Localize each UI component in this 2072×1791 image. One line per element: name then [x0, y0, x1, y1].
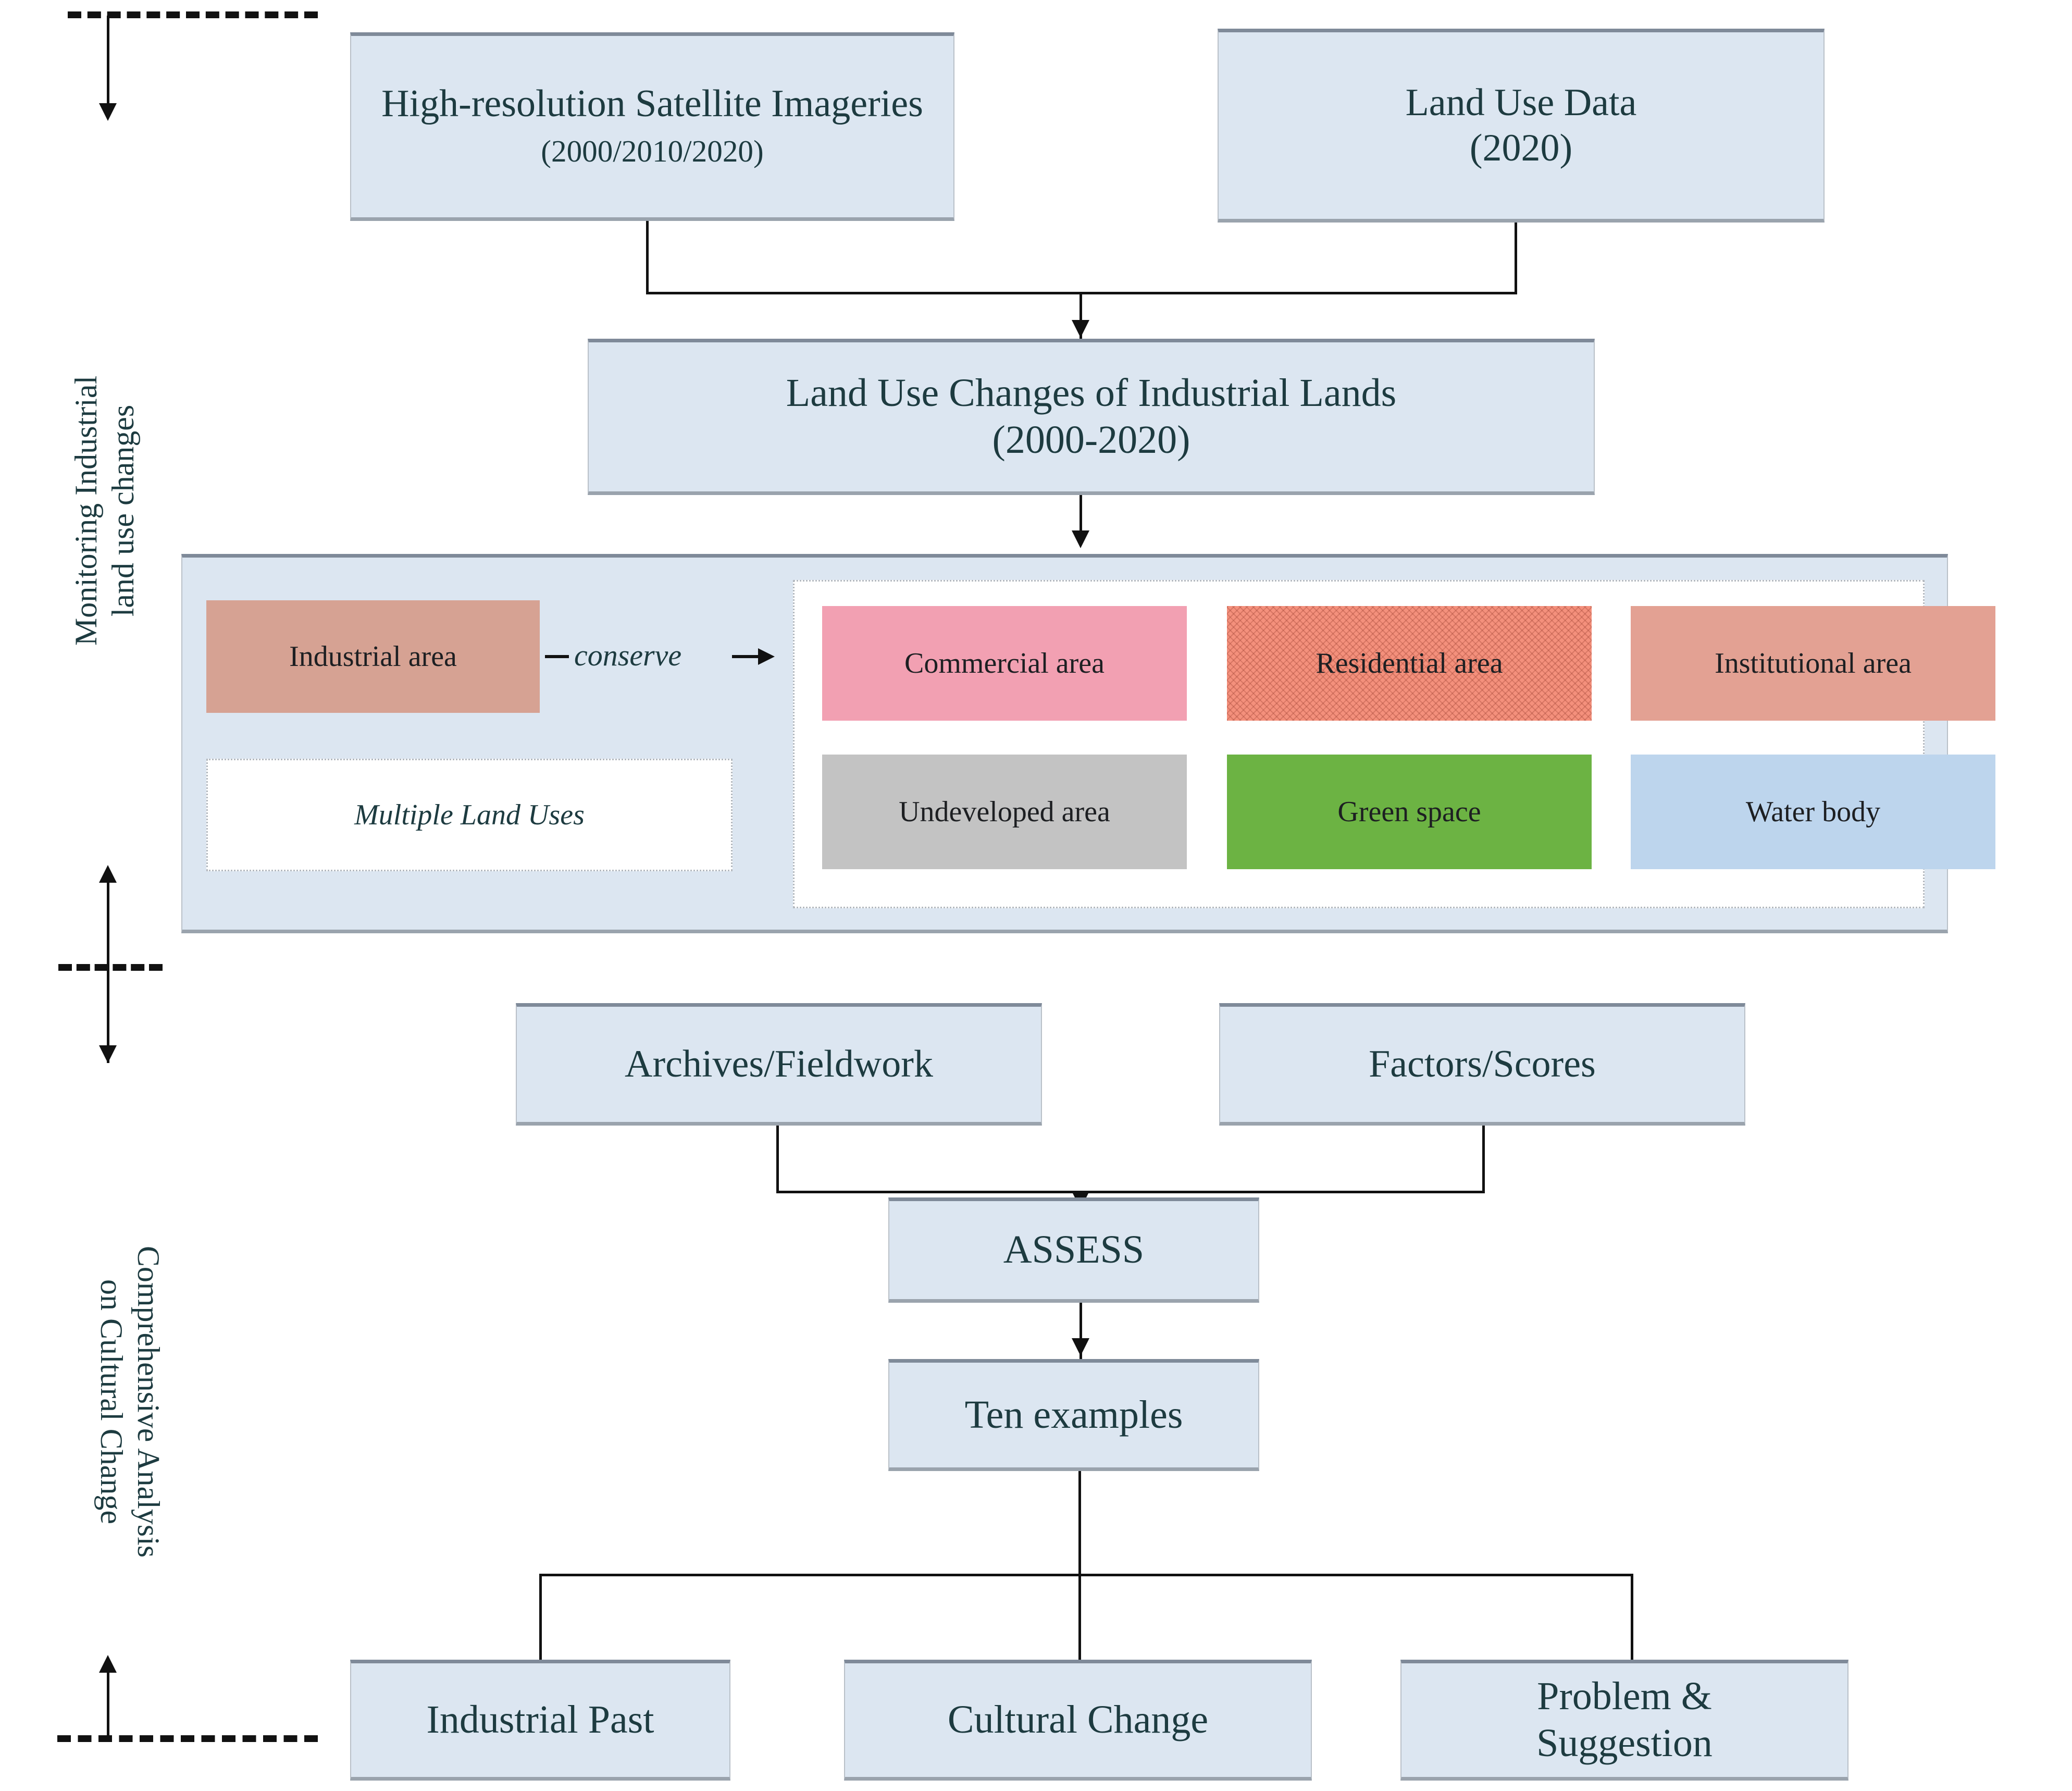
input-box-factors-scores-label: Factors/Scores — [1369, 1042, 1596, 1085]
chip-institutional-area[interactable]: Institutional area — [1631, 606, 1995, 721]
chip-multiple-land-uses-label: Multiple Land Uses — [354, 799, 585, 831]
connector-inputs-join — [776, 1191, 1485, 1193]
top-dashed-rule — [68, 11, 318, 18]
connector-assess-to-examples — [1080, 1303, 1082, 1359]
chip-undeveloped-area-label: Undeveloped area — [899, 796, 1110, 828]
connector-outcome-right — [1631, 1574, 1633, 1662]
outcome-box-industrial-past[interactable]: Industrial Past — [350, 1660, 730, 1781]
outcome-box-problem-suggestion-line1: Problem & — [1537, 1674, 1712, 1719]
outcome-box-problem-suggestion[interactable]: Problem & Suggestion — [1400, 1660, 1848, 1781]
top-bracket-arrow-icon — [99, 103, 117, 121]
mid-bracket-arrow-up-icon — [99, 865, 117, 883]
connector-satellite-down — [646, 221, 649, 294]
conserve-arrow-icon — [758, 648, 775, 665]
land-use-change-line2: (2000-2020) — [992, 418, 1190, 462]
examples-box-label: Ten examples — [964, 1392, 1183, 1437]
outcome-box-industrial-past-line1: Industrial Past — [426, 1698, 654, 1742]
connector-examples-arrow-icon — [1072, 1338, 1089, 1356]
examples-box[interactable]: Ten examples — [888, 1359, 1259, 1471]
source-box-satellite-label: High-resolution Satellite Imageries (200… — [381, 82, 923, 168]
source-box-land-use-data[interactable]: Land Use Data (2020) — [1218, 29, 1825, 223]
connector-join-to-change — [1080, 292, 1082, 339]
assess-box[interactable]: ASSESS — [888, 1197, 1259, 1303]
connector-archives-down — [776, 1126, 779, 1192]
outcome-box-problem-suggestion-line2: Suggestion — [1536, 1721, 1713, 1765]
chip-water-body-label: Water body — [1745, 796, 1881, 828]
chip-industrial-area[interactable]: Industrial area — [206, 600, 540, 713]
source-box-satellite[interactable]: High-resolution Satellite Imageries (200… — [350, 32, 954, 221]
conserve-label: conserve — [574, 638, 682, 672]
bottom-bracket-arrow-icon — [99, 1655, 117, 1673]
connector-examples-down — [1078, 1471, 1081, 1575]
source-box-land-use-data-label: Land Use Data (2020) — [1405, 81, 1637, 169]
chip-green-space-label: Green space — [1337, 796, 1481, 828]
connector-factors-down — [1482, 1126, 1485, 1192]
connector-outcome-middle — [1078, 1574, 1081, 1662]
bottom-bracket-line — [107, 1670, 109, 1738]
mid-bracket-arrow-down-icon — [99, 1045, 117, 1063]
connector-outcomes-join — [539, 1574, 1633, 1576]
input-box-archives-fieldwork-label: Archives/Fieldwork — [625, 1042, 933, 1085]
input-box-factors-scores[interactable]: Factors/Scores — [1219, 1003, 1745, 1126]
connector-landusedata-down — [1515, 223, 1517, 294]
top-bracket-line — [107, 16, 109, 107]
chip-commercial-area[interactable]: Commercial area — [822, 606, 1187, 721]
chip-industrial-area-label: Industrial area — [289, 640, 457, 673]
land-use-change-line1: Land Use Changes of Industrial Lands — [786, 371, 1397, 415]
chip-institutional-area-label: Institutional area — [1715, 647, 1912, 680]
bottom-dashed-rule — [57, 1735, 318, 1742]
connector-panel-arrow-icon — [1072, 530, 1089, 548]
conserve-trailing-dash — [732, 655, 760, 658]
connector-change-arrow-icon — [1072, 320, 1089, 338]
chip-green-space[interactable]: Green space — [1227, 755, 1592, 869]
assess-box-label: ASSESS — [1003, 1228, 1145, 1272]
chip-multiple-land-uses[interactable]: Multiple Land Uses — [206, 759, 733, 871]
side-label-monitoring: Monitoring Industrial land use changes — [69, 375, 140, 646]
chip-residential-area-label: Residential area — [1316, 647, 1503, 680]
side-label-comprehensive: Comprehensive Analysis on Cultural Chang… — [94, 1245, 166, 1558]
outcome-box-cultural-change-line1: Cultural Change — [947, 1698, 1209, 1742]
outcome-box-cultural-change[interactable]: Cultural Change — [844, 1660, 1312, 1781]
land-use-change-box[interactable]: Land Use Changes of Industrial Lands (20… — [588, 339, 1595, 495]
mid-bracket-line — [107, 881, 109, 1063]
mid-dashed-rule — [58, 964, 163, 971]
input-box-archives-fieldwork[interactable]: Archives/Fieldwork — [516, 1003, 1042, 1126]
chip-undeveloped-area[interactable]: Undeveloped area — [822, 755, 1187, 869]
connector-change-to-panel — [1080, 495, 1082, 533]
connector-outcome-left — [539, 1574, 542, 1662]
chip-commercial-area-label: Commercial area — [904, 647, 1105, 680]
chip-water-body[interactable]: Water body — [1631, 755, 1995, 869]
chip-residential-area[interactable]: Residential area — [1227, 606, 1592, 721]
conserve-leading-dash — [545, 655, 569, 658]
